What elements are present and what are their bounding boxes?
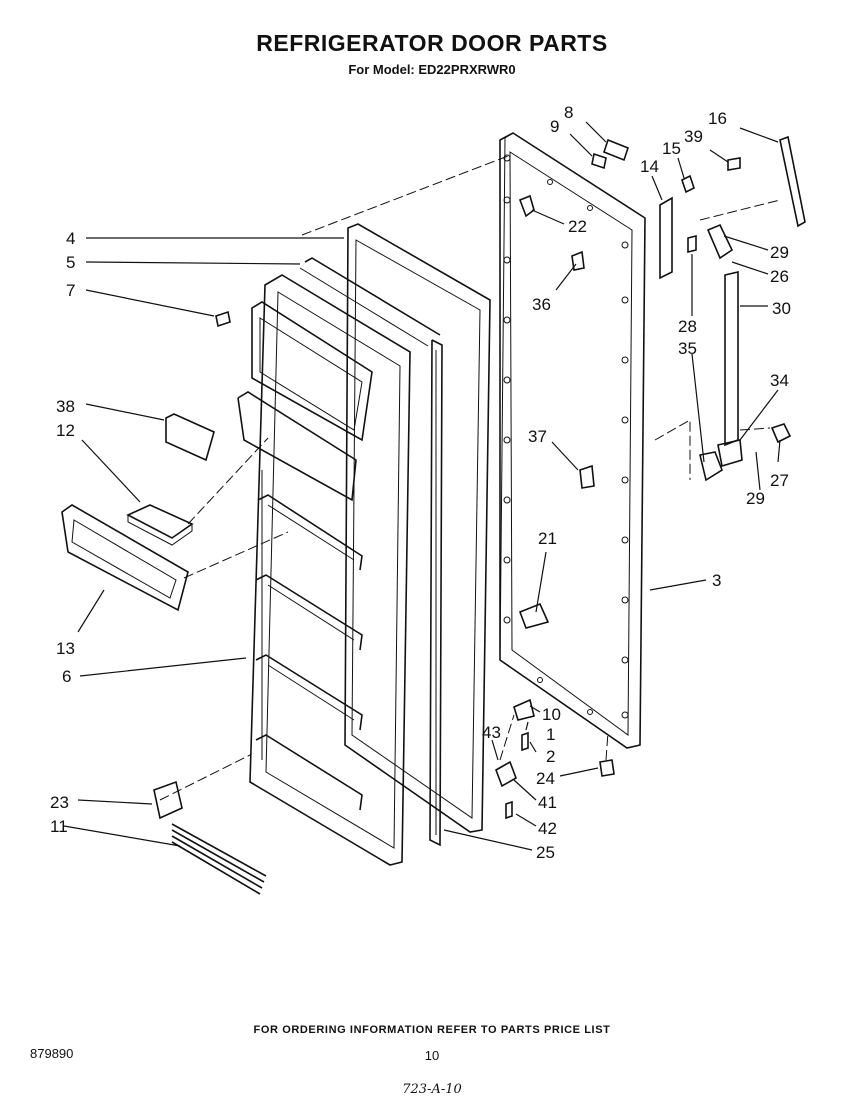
page-title: REFRIGERATOR DOOR PARTS xyxy=(256,30,608,56)
handwritten-code: 723-A-10 xyxy=(402,1082,462,1097)
callout-29-upper: 29 xyxy=(770,243,789,262)
callout-39: 39 xyxy=(684,127,703,146)
callout-3: 3 xyxy=(712,571,721,590)
breaker-strip xyxy=(299,257,441,347)
callout-25: 25 xyxy=(536,843,555,862)
callout-42: 42 xyxy=(538,819,557,838)
callout-43: 43 xyxy=(482,723,501,742)
callout-30: 30 xyxy=(772,299,791,318)
callout-34: 34 xyxy=(770,371,789,390)
callout-4: 4 xyxy=(66,229,75,248)
callout-leaders xyxy=(63,121,781,851)
callout-2: 2 xyxy=(546,747,555,766)
callout-5: 5 xyxy=(66,253,75,272)
callout-numbers: 8 9 16 39 15 14 22 4 5 7 29 26 36 30 28 … xyxy=(50,103,791,862)
callout-36: 36 xyxy=(532,295,551,314)
callout-41: 41 xyxy=(538,793,557,812)
callout-37: 37 xyxy=(528,427,547,446)
callout-13: 13 xyxy=(56,639,75,658)
callout-35: 35 xyxy=(678,339,697,358)
callout-27: 27 xyxy=(770,471,789,490)
gasket-strip xyxy=(429,339,443,847)
ordering-note: FOR ORDERING INFORMATION REFER TO PARTS … xyxy=(253,1024,611,1036)
callout-12: 12 xyxy=(56,421,75,440)
callout-22: 22 xyxy=(568,217,587,236)
callout-14: 14 xyxy=(640,157,659,176)
callout-21: 21 xyxy=(538,529,557,548)
model-subtitle: For Model: ED22PRXRWR0 xyxy=(348,62,516,77)
callout-16: 16 xyxy=(708,109,727,128)
dispenser-frame xyxy=(61,504,189,612)
page-number: 10 xyxy=(424,1048,440,1063)
light-shield-grille xyxy=(171,823,267,895)
callout-15: 15 xyxy=(662,139,681,158)
document-number: 879890 xyxy=(30,1046,74,1061)
inner-door-liner xyxy=(237,274,411,866)
callout-24: 24 xyxy=(536,769,555,788)
callout-9: 9 xyxy=(550,117,559,136)
callout-6: 6 xyxy=(62,667,71,686)
callout-38: 38 xyxy=(56,397,75,416)
callout-28: 28 xyxy=(678,317,697,336)
callout-10: 10 xyxy=(542,705,561,724)
callout-26: 26 xyxy=(770,267,789,286)
hinge-assembly xyxy=(153,135,806,895)
outer-door-panel xyxy=(499,132,646,749)
door-gasket xyxy=(344,223,491,833)
callout-7: 7 xyxy=(66,281,75,300)
dispenser-label xyxy=(165,413,215,462)
callout-29-lower: 29 xyxy=(746,489,765,508)
drip-tray xyxy=(126,504,194,546)
callout-8: 8 xyxy=(564,103,573,122)
callout-1: 1 xyxy=(546,725,555,744)
callout-23: 23 xyxy=(50,793,69,812)
callout-11: 11 xyxy=(50,817,68,836)
